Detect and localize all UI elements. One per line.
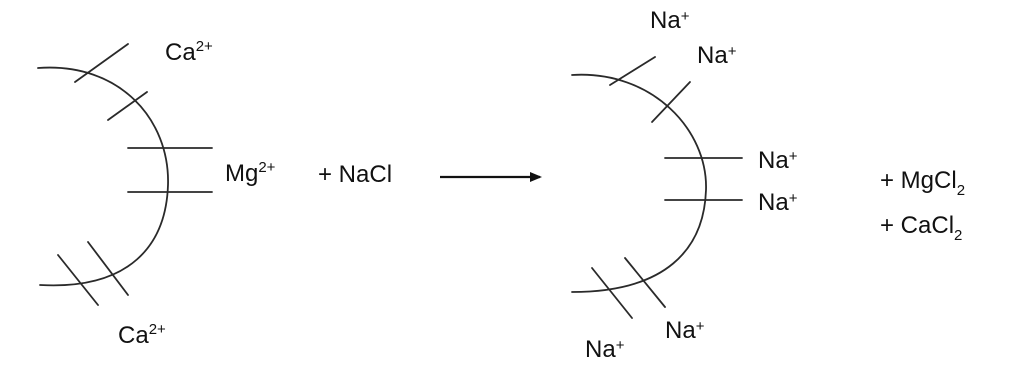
resin-arc-right <box>571 73 707 293</box>
label-nacl: + NaCl <box>318 161 392 188</box>
site-bond-na-bottom-2 <box>624 257 666 308</box>
site-bond-na-top-2 <box>651 81 691 123</box>
label-na-mid-1: Na+ <box>758 147 798 174</box>
label-na-bottom-2: Na+ <box>585 336 625 363</box>
label-mg: Mg2+ <box>225 159 276 187</box>
label-ca-bottom: Ca2+ <box>118 321 166 349</box>
label-ca-top: Ca2+ <box>165 38 213 66</box>
label-na-top-1: Na+ <box>650 7 690 34</box>
site-bond-ca-top-1 <box>74 43 129 83</box>
site-bond-na-top-1 <box>609 56 656 86</box>
resin-bead-left <box>37 43 213 306</box>
site-bond-ca-top-2 <box>107 91 148 121</box>
site-bond-ca-bottom-2 <box>87 241 129 296</box>
label-mgcl2: + MgCl2 <box>880 167 965 199</box>
resin-bead-right <box>571 56 743 319</box>
label-na-mid-2: Na+ <box>758 189 798 216</box>
resin-arc-left <box>37 66 169 287</box>
site-bond-na-bottom-1 <box>591 267 633 319</box>
site-bond-ca-bottom-1 <box>57 254 99 306</box>
label-na-top-2: Na+ <box>697 42 737 69</box>
label-cacl2: + CaCl2 <box>880 212 962 244</box>
label-na-bottom-1: Na+ <box>665 317 705 344</box>
